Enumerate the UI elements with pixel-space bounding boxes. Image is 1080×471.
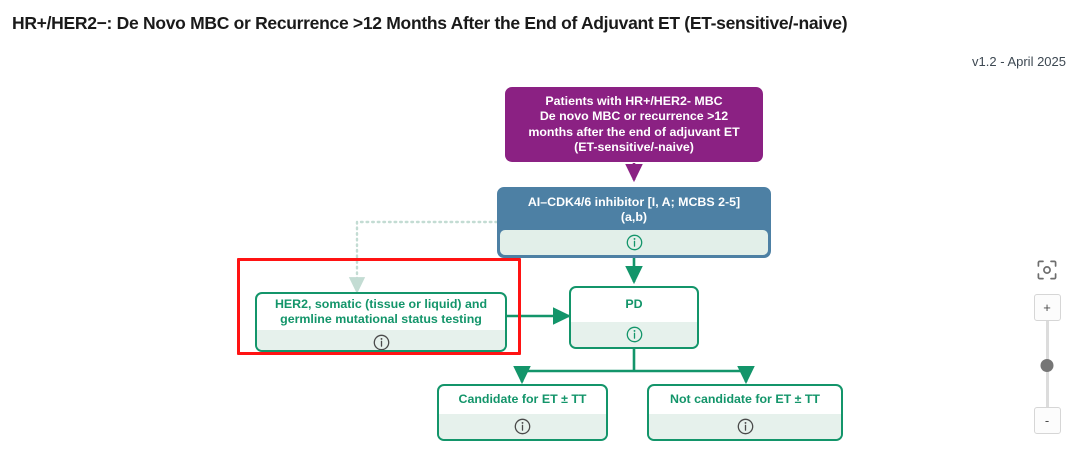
fit-to-screen-button[interactable] (1032, 255, 1062, 285)
node-label-line: AI–CDK4/6 inhibitor [I, A; MCBS 2-5] (527, 194, 741, 209)
edge-ai-to-her2-dotted (348, 220, 499, 294)
node-ai-cdk46-inhibitor[interactable]: AI–CDK4/6 inhibitor [I, A; MCBS 2-5] (a,… (497, 187, 771, 258)
info-icon[interactable] (626, 234, 643, 251)
node-label-line: De novo MBC or recurrence >12 (539, 109, 729, 124)
node-not-candidate-for-et-tt[interactable]: Not candidate for ET ± TT (647, 384, 843, 441)
zoom-in-button[interactable]: + (1033, 294, 1061, 321)
node-label-line: (a,b) (620, 210, 648, 224)
node-label: AI–CDK4/6 inhibitor [I, A; MCBS 2-5] (a,… (500, 190, 768, 230)
info-icon[interactable] (737, 418, 754, 435)
node-her2-mutational-status-testing[interactable]: HER2, somatic (tissue or liquid) and ger… (255, 292, 507, 352)
page-title: HR+/HER2−: De Novo MBC or Recurrence >12… (12, 13, 848, 33)
node-label-line: PD (625, 297, 643, 312)
info-icon[interactable] (373, 334, 390, 350)
node-info-footer[interactable] (571, 322, 697, 347)
fit-to-screen-icon (1037, 260, 1057, 280)
zoom-out-button[interactable]: - (1033, 407, 1061, 434)
node-label: HER2, somatic (tissue or liquid) and ger… (257, 294, 505, 330)
info-icon[interactable] (626, 326, 643, 343)
zoom-slider-thumb[interactable] (1040, 359, 1054, 372)
node-candidate-for-et-tt[interactable]: Candidate for ET ± TT (437, 384, 608, 441)
node-label-line: (ET-sensitive/-naive) (574, 139, 694, 154)
node-label-line: Not candidate for ET ± TT (670, 392, 820, 407)
node-info-footer[interactable] (649, 414, 841, 439)
zoom-control[interactable]: + - (1027, 255, 1067, 434)
zoom-slider-track[interactable] (1040, 321, 1054, 407)
node-info-footer[interactable] (439, 414, 606, 439)
node-pd[interactable]: PD (569, 286, 699, 349)
node-label-line: Candidate for ET ± TT (458, 392, 587, 407)
info-icon[interactable] (514, 418, 531, 435)
node-patients-hr-her2-mbc[interactable]: Patients with HR+/HER2- MBC De novo MBC … (505, 87, 763, 162)
node-label-line: months after the end of adjuvant ET (528, 124, 740, 139)
node-info-footer[interactable] (257, 330, 505, 350)
version-label: v1.2 - April 2025 (972, 54, 1066, 69)
node-label-line: HER2, somatic (tissue or liquid) and (274, 297, 488, 311)
node-info-footer[interactable] (500, 230, 768, 255)
edge-pd-to-branches (513, 349, 755, 385)
selection-rectangle (237, 258, 521, 355)
node-label: Patients with HR+/HER2- MBC De novo MBC … (506, 88, 762, 161)
node-label: PD (571, 288, 697, 322)
node-label-line: germline mutational status testing (280, 312, 482, 327)
node-label-line: Patients with HR+/HER2- MBC (545, 94, 723, 109)
node-label: Not candidate for ET ± TT (649, 386, 841, 414)
node-label: Candidate for ET ± TT (439, 386, 606, 414)
